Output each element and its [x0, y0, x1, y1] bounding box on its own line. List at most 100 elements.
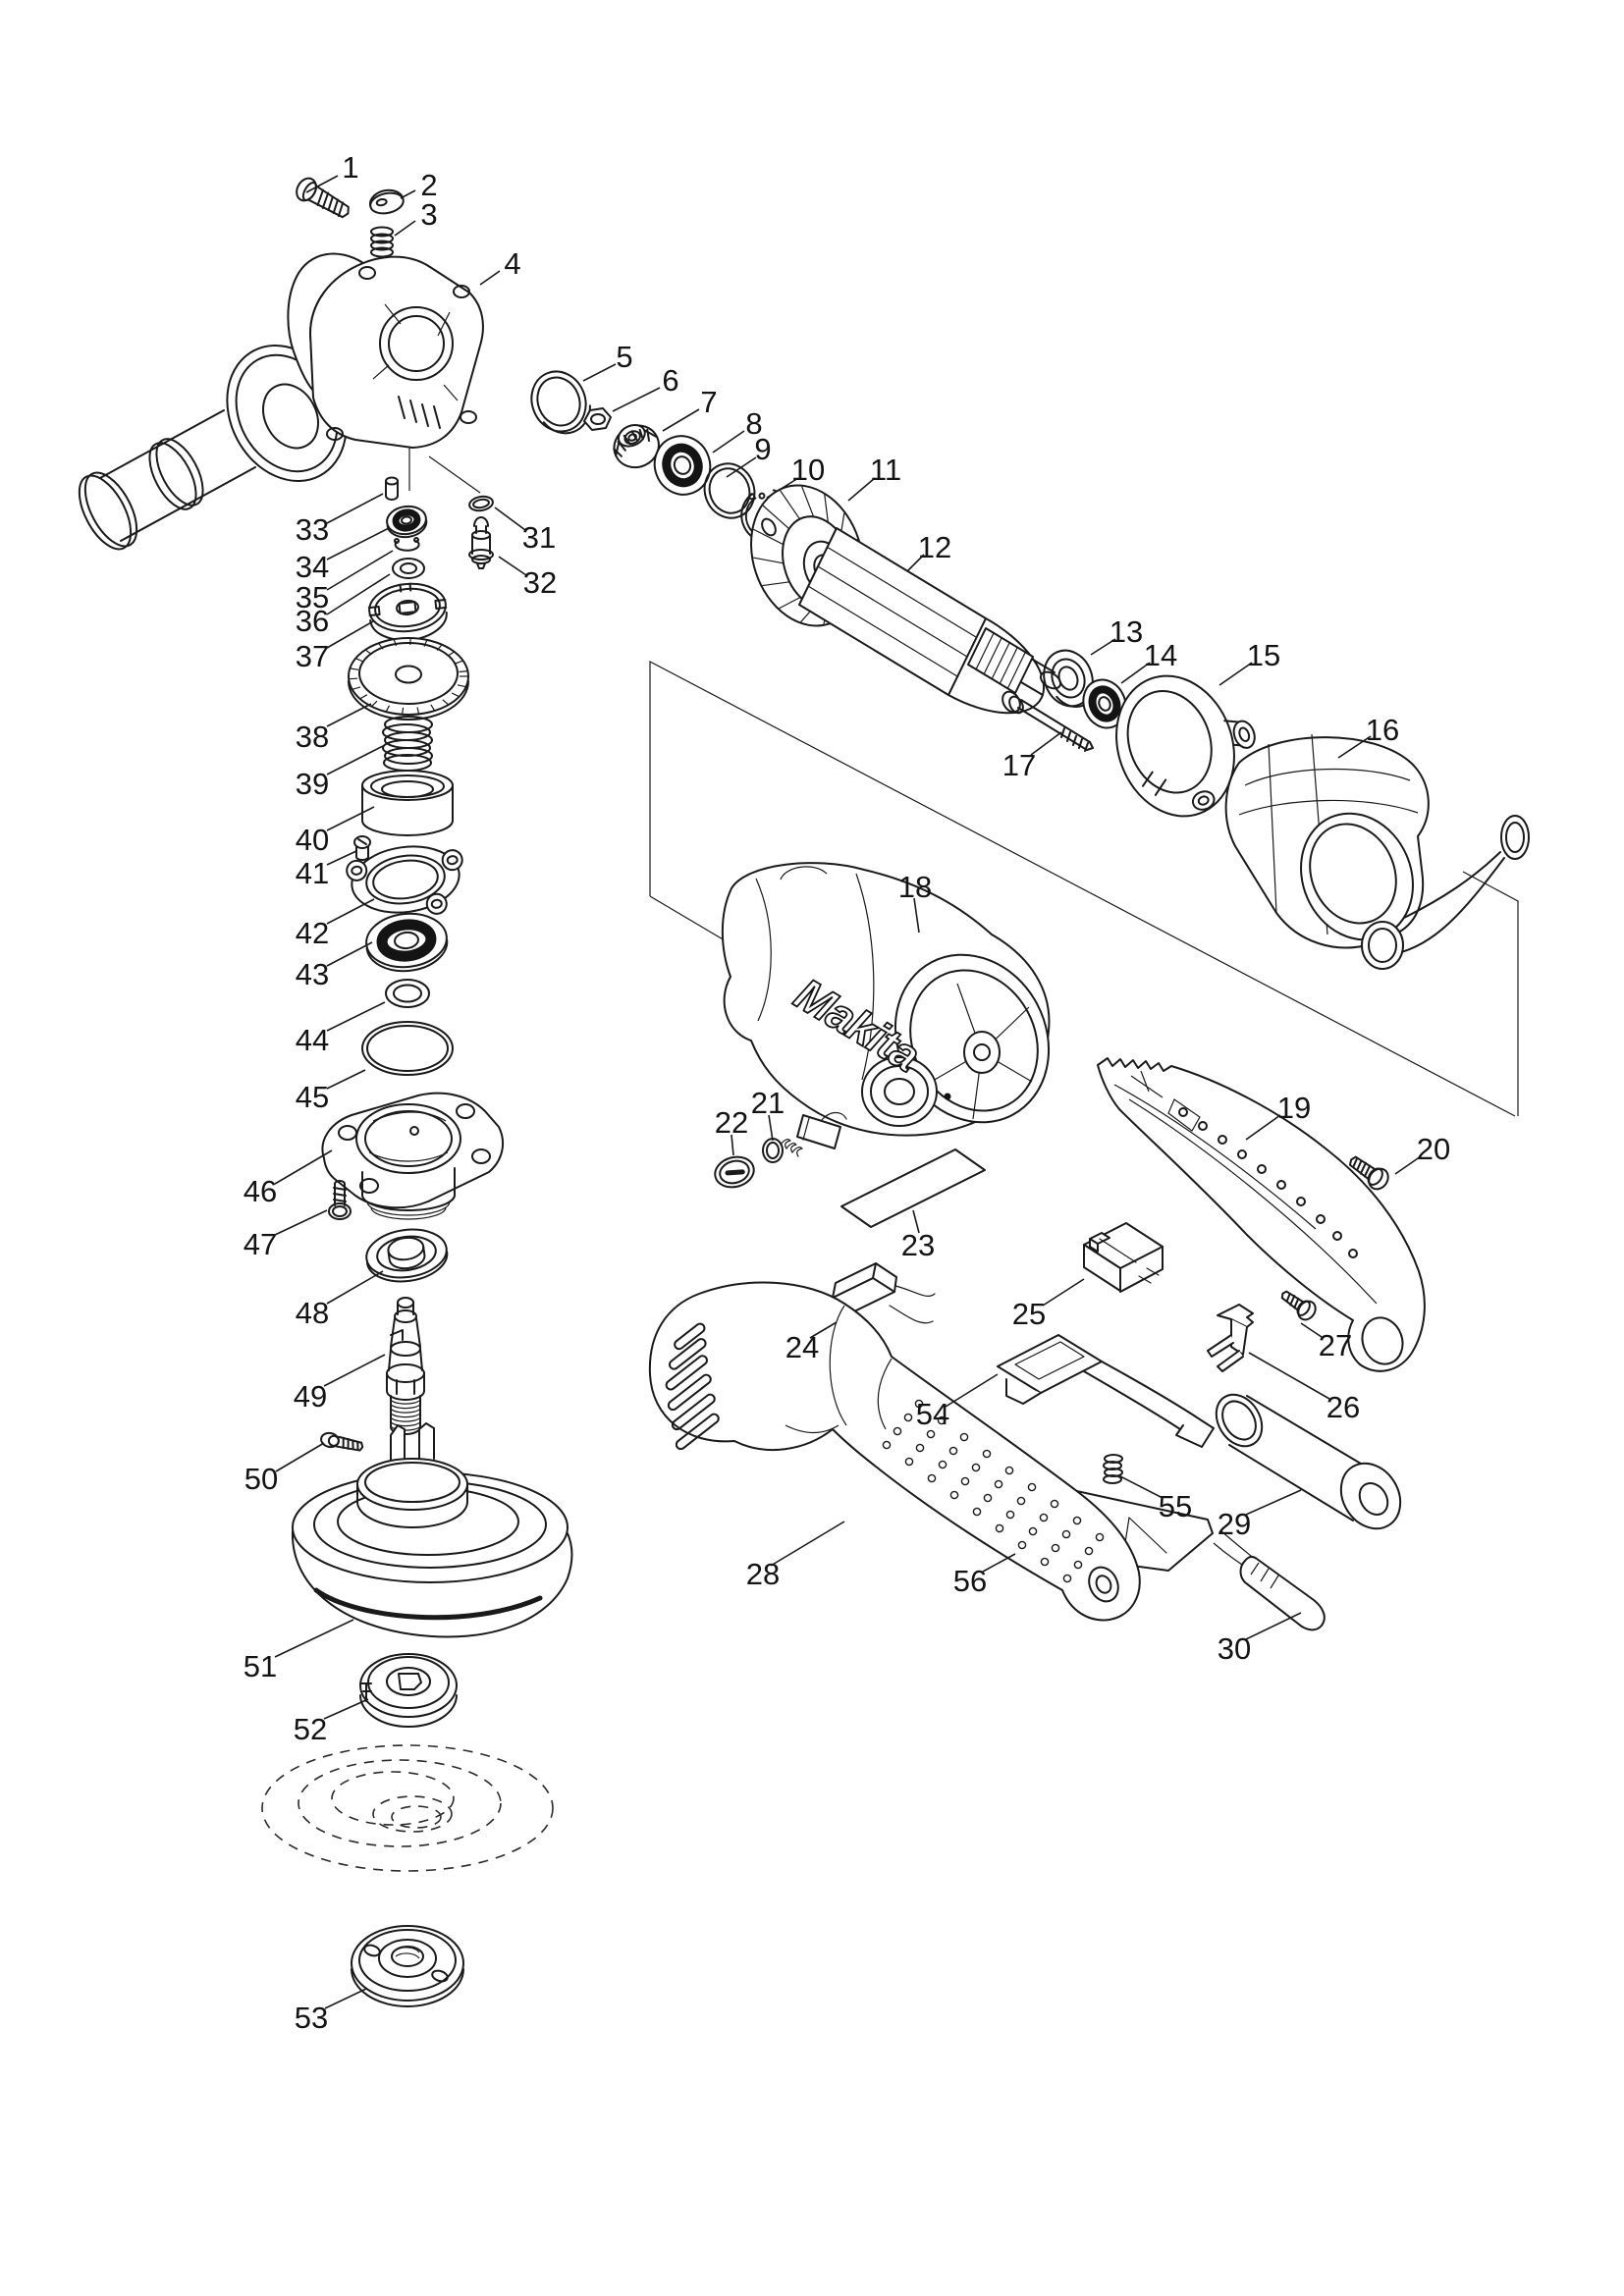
- leader-line-7: [662, 408, 700, 432]
- logo-dot: [944, 1093, 951, 1100]
- callout-24-condenser: 24: [785, 1330, 819, 1364]
- part-46-bearing-box: [321, 1092, 505, 1220]
- callout-45-o-ring-large: 45: [296, 1080, 329, 1114]
- leader-line-36: [326, 573, 391, 615]
- callout-7-pinion-gear: 7: [700, 385, 717, 419]
- leader-line-27: [1300, 1322, 1323, 1338]
- part-27-tapping-screw: [1280, 1290, 1317, 1321]
- callout-34-ball-bearing: 34: [296, 550, 329, 584]
- callout-15-bearing-retainer: 15: [1247, 638, 1280, 672]
- leader-line-54: [945, 1373, 999, 1408]
- callout-4-gear-housing: 4: [504, 246, 520, 281]
- leader-line-15: [1218, 662, 1253, 686]
- leader-line-43: [326, 941, 373, 967]
- grinding-wheel-dashed: [261, 1744, 554, 1872]
- leader-line-19: [1245, 1114, 1281, 1141]
- leader-line-13: [1090, 638, 1116, 656]
- callout-13-washer: 13: [1110, 614, 1143, 649]
- part-44-ring: [385, 979, 430, 1008]
- callout-6-hex-nut: 6: [662, 363, 678, 398]
- part-49-spindle: [386, 1297, 425, 1435]
- callout-33-pin: 33: [296, 512, 329, 547]
- part-54-slide-bar: [997, 1334, 1215, 1448]
- leader-line-12: [906, 554, 925, 572]
- callout-25-switch: 25: [1012, 1297, 1046, 1331]
- callout-56-switch-base: 56: [953, 1564, 987, 1598]
- part-32-pin-stud: [468, 516, 494, 569]
- leader-line-41: [326, 850, 357, 866]
- leader-line-28: [770, 1521, 845, 1567]
- part-6-hex-nut: [583, 407, 612, 431]
- leader-line-17: [1030, 731, 1062, 756]
- callout-22-brush-holder-cap: 22: [715, 1105, 748, 1140]
- leader-line-49: [323, 1354, 386, 1387]
- leader-line-29: [1245, 1489, 1302, 1516]
- leader-line-4: [479, 270, 501, 286]
- part-23-nameplate: [840, 1148, 986, 1228]
- part-45-o-ring-large: [361, 1021, 454, 1076]
- callout-44-ring: 44: [296, 1023, 329, 1057]
- leader-line-2: [400, 189, 416, 199]
- part-36-washer: [392, 558, 425, 579]
- part-33-pin: [385, 476, 399, 501]
- callout-39-compression-spring: 39: [296, 767, 329, 801]
- callout-20-tapping-screw: 20: [1417, 1132, 1450, 1166]
- callout-42-retainer-plate: 42: [296, 916, 329, 950]
- leader-line-40: [326, 806, 375, 831]
- leader-line-51: [274, 1619, 354, 1658]
- callout-52-inner-flange: 52: [294, 1712, 327, 1746]
- part-30-cord-guard: [1213, 1530, 1326, 1631]
- callout-28-handle-housing: 28: [746, 1557, 780, 1591]
- callout-21-carbon-brush: 21: [751, 1086, 785, 1120]
- leader-line-10: [766, 477, 799, 499]
- leader-line-18: [913, 897, 920, 934]
- leader-line-23: [912, 1209, 920, 1234]
- leader-line-44: [326, 1001, 386, 1032]
- part-14-ball-bearing: [1082, 678, 1127, 729]
- leader-line-35: [326, 550, 394, 591]
- callout-47-screw: 47: [244, 1227, 277, 1261]
- leader-line-16: [1337, 735, 1372, 759]
- assembly-boundary-lines: [649, 661, 1519, 1117]
- leader-line-33: [326, 493, 384, 524]
- part-29-grip: [1215, 1393, 1402, 1530]
- callout-29-grip: 29: [1218, 1507, 1251, 1541]
- callout-31-o-ring: 31: [522, 520, 556, 555]
- callout-11-fan: 11: [870, 453, 901, 487]
- part-15-bearing-retainer: [1115, 674, 1256, 818]
- callout-43-ball-bearing: 43: [296, 957, 329, 991]
- leader-line-20: [1394, 1155, 1422, 1175]
- part-52-inner-flange: [359, 1653, 458, 1728]
- leader-line-25: [1042, 1278, 1085, 1307]
- leader-line-47: [274, 1209, 328, 1236]
- part-53-lock-nut: [351, 1925, 464, 2007]
- callout-37-cam-plate: 37: [296, 639, 329, 673]
- part-1-pan-head-screw: [296, 177, 350, 219]
- leader-line-22: [731, 1134, 734, 1156]
- part-42-retainer-plate: [346, 845, 463, 915]
- part-9-washer: [703, 462, 756, 519]
- leader-line-3: [394, 220, 416, 237]
- callout-23-nameplate: 23: [901, 1228, 935, 1262]
- leader-line-31: [494, 507, 526, 531]
- callout-26-hook: 26: [1326, 1390, 1360, 1424]
- callout-17-long-screw: 17: [1002, 748, 1036, 782]
- leader-line-11: [847, 477, 876, 502]
- part-38-spiral-bevel-gear: [348, 637, 469, 721]
- leader-line-55: [1119, 1475, 1164, 1499]
- leader-line-45: [326, 1069, 366, 1090]
- leader-line-56: [982, 1553, 1016, 1573]
- callout-51-wheel-guard: 51: [244, 1649, 277, 1683]
- callout-8-ball-bearing: 8: [745, 406, 762, 441]
- leader-line-8: [712, 430, 745, 454]
- part-20-tapping-screw: [1348, 1155, 1389, 1191]
- callout-30-cord-guard: 30: [1218, 1631, 1251, 1666]
- part-8-ball-bearing: [653, 435, 712, 496]
- part-41-small-screw: [353, 835, 371, 861]
- leader-line-37: [326, 620, 374, 649]
- leader-line-34: [326, 527, 390, 561]
- part-55-spring-small: [1103, 1454, 1123, 1484]
- callout-38-spiral-bevel-gear: 38: [296, 720, 329, 754]
